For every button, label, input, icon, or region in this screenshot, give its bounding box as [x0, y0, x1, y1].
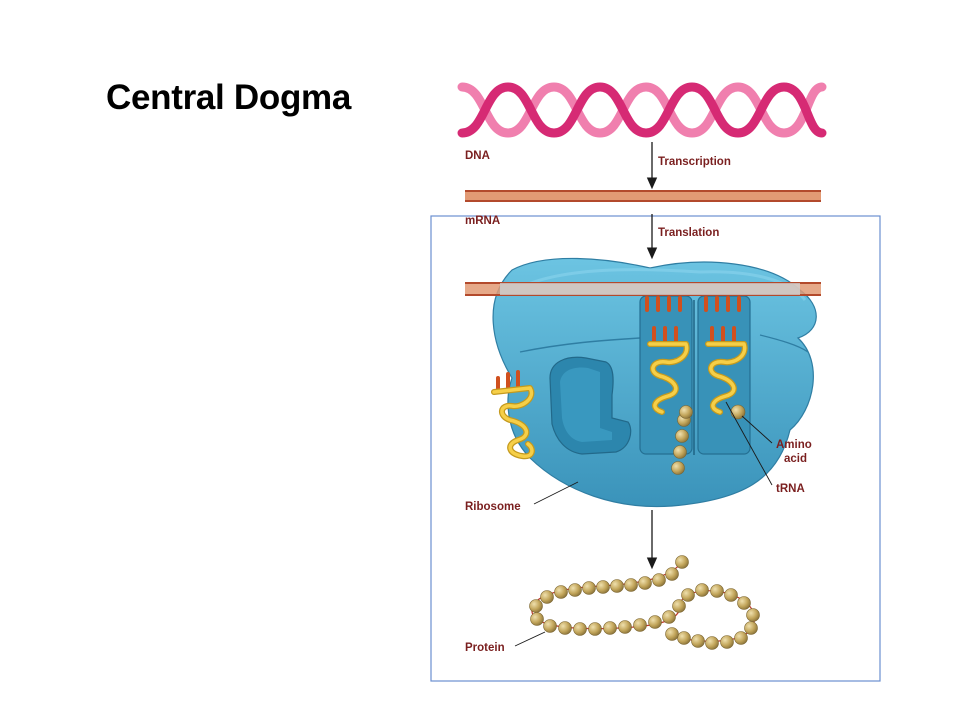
protein-chain [529, 555, 760, 650]
mrna-strand [465, 190, 821, 202]
protein-leader [514, 631, 546, 647]
leader-lines [514, 401, 773, 647]
trna-exiting [491, 370, 535, 460]
amino-acid-label-line2: acid [784, 453, 807, 465]
diagram-frame [430, 215, 881, 682]
transcription-label: Transcription [658, 156, 731, 168]
mrna-in-ribosome [465, 282, 821, 296]
trna-p-site [647, 326, 690, 415]
ribosome-label: Ribosome [465, 501, 521, 513]
dna-helix [457, 82, 827, 138]
polypeptide-chain [671, 404, 746, 475]
codon-pegs [645, 296, 741, 312]
mrna-label: mRNA [465, 215, 500, 227]
trna-a-site [705, 326, 748, 415]
dna-label: DNA [465, 150, 490, 162]
amino-acid-leader [741, 415, 773, 444]
amino-acid-label-line1: Amino [776, 439, 812, 451]
translation-label: Translation [658, 227, 719, 239]
trna-leader [725, 401, 773, 486]
slide-title: Central Dogma [106, 78, 352, 117]
ribosome-leader [533, 481, 579, 505]
protein-label: Protein [465, 642, 505, 654]
trna-label: tRNA [776, 483, 805, 495]
